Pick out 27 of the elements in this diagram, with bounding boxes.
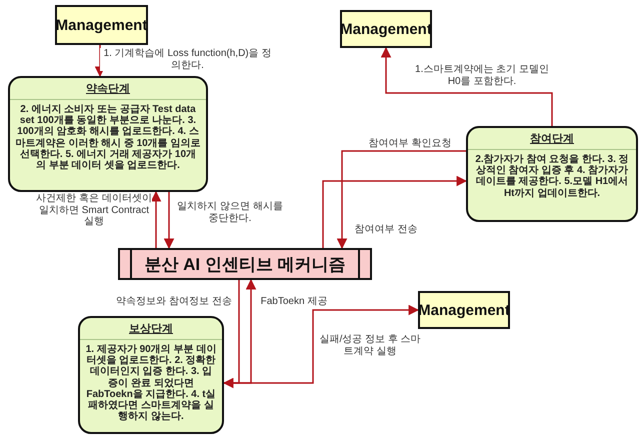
arrow: [336, 150, 466, 250]
arrow: [224, 304, 420, 384]
stage-box: [78, 316, 224, 434]
box-label: Management: [340, 20, 432, 38]
arrow: [322, 176, 468, 248]
arrow: [164, 192, 174, 250]
edge-label: 사건제한 혹은 데이터셋이 일치하면 Smart Contract실행: [36, 193, 152, 228]
stage-title: 약속단계: [86, 82, 130, 97]
stage-box: [466, 126, 638, 222]
stage-box: [8, 76, 208, 192]
process-title: 분산 AI 인센티브 메커니즘: [144, 254, 346, 276]
box-label: Management: [56, 16, 148, 34]
stage-title: 참여단계: [530, 132, 574, 147]
stage-description: 2.참가자가 참여 요청을 한다. 3. 정상적인 참여자 입증 후 4. 참가자가 데이트를 제공한다. 5.모델 H1에서 Ht까지 업데이트한다.: [474, 154, 630, 199]
management-box: [418, 291, 510, 329]
management-box: [340, 10, 432, 48]
arrow: [380, 46, 553, 126]
stage-description: 2. 에너지 소비자 또는 공급자 Test data set 100개를 동일한 부분으로 나눈다. 3. 100개의 암호화 해시를 업로드한다. 4. 스마트계약은 이러한 해시 중 10개를 임의로 선택한다. 5. 에너지 거래 제공자가 10개의 부분 데이터 셋을 업로드한다.: [14, 104, 202, 172]
arrow: [150, 190, 162, 248]
stage-description: 1. 제공자가 90개의 부분 데이터셋을 업로드한다. 2. 정확한 데이터인지 입증 한다. 3. 입증이 완료 되었다면 FabToekn을 지급한다. 4. t실패하였다면 스마트계약을 실행하지 않는다.: [84, 344, 218, 422]
process-box: [118, 248, 372, 280]
edge-label: 실패/성공 정보 후 스마트계약 실행: [318, 334, 422, 357]
arrow: [222, 280, 240, 388]
management-box: [55, 5, 148, 45]
stage-title: 보상단계: [129, 322, 173, 337]
box-label: Management: [418, 302, 510, 318]
arrow: [94, 45, 106, 78]
